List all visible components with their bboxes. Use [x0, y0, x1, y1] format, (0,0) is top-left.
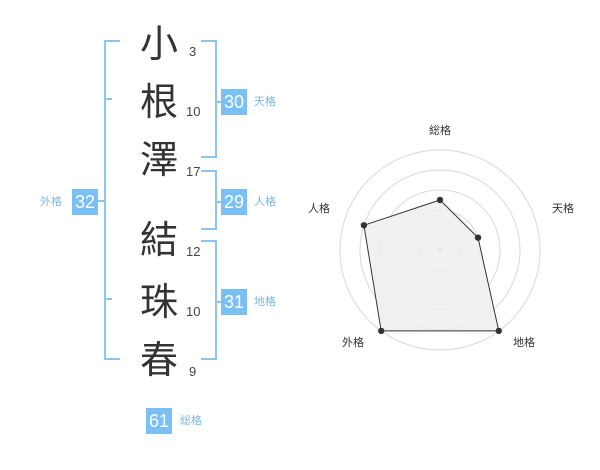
radar-axis-label-gaikaku: 外格	[342, 335, 364, 349]
tenkaku-label: 天格	[254, 95, 276, 108]
name-char-2: 根	[139, 80, 178, 124]
radar-axis-label-chikaku: 地格	[513, 335, 535, 349]
radar-axis-label-jinkaku: 人格	[308, 201, 330, 215]
gaikaku-label: 外格	[40, 195, 62, 208]
radar-axis-label-soukaku: 総格	[429, 123, 451, 137]
stroke-count-5: 10	[186, 304, 201, 319]
stroke-count-3: 17	[186, 164, 201, 179]
chikaku-value: 31	[221, 289, 247, 315]
soukaku-value: 61	[146, 408, 172, 434]
chikaku-label: 地格	[254, 295, 276, 308]
name-char-3: 澤	[139, 138, 178, 182]
jinkaku-label: 人格	[254, 195, 276, 208]
radar-ring-5	[339, 149, 541, 351]
name-char-1: 小	[139, 22, 178, 66]
radar-value-polygon	[363, 199, 500, 332]
stroke-count-1: 3	[189, 44, 197, 59]
soukaku-label: 総格	[180, 414, 202, 427]
stroke-count-4: 12	[186, 244, 201, 259]
radar-points	[360, 196, 502, 335]
name-char-4: 結	[139, 218, 178, 262]
fortune-radar-chart: 総格 天格 地格 外格 人格	[308, 123, 574, 351]
name-char-6: 春	[139, 338, 178, 382]
radar-point-2	[474, 234, 482, 241]
stroke-count-6: 9	[189, 364, 197, 379]
jinkaku-value: 29	[221, 189, 247, 215]
radar-point-5	[360, 222, 368, 229]
stroke-count-2: 10	[186, 104, 201, 119]
tenkaku-value: 30	[221, 89, 247, 115]
radar-axis-label-tenkaku: 天格	[552, 201, 574, 215]
radar-point-1	[436, 196, 444, 204]
radar-point-3	[495, 327, 502, 335]
gaikaku-value: 32	[72, 189, 98, 215]
radar-point-4	[378, 327, 385, 335]
name-char-5: 珠	[139, 280, 178, 324]
